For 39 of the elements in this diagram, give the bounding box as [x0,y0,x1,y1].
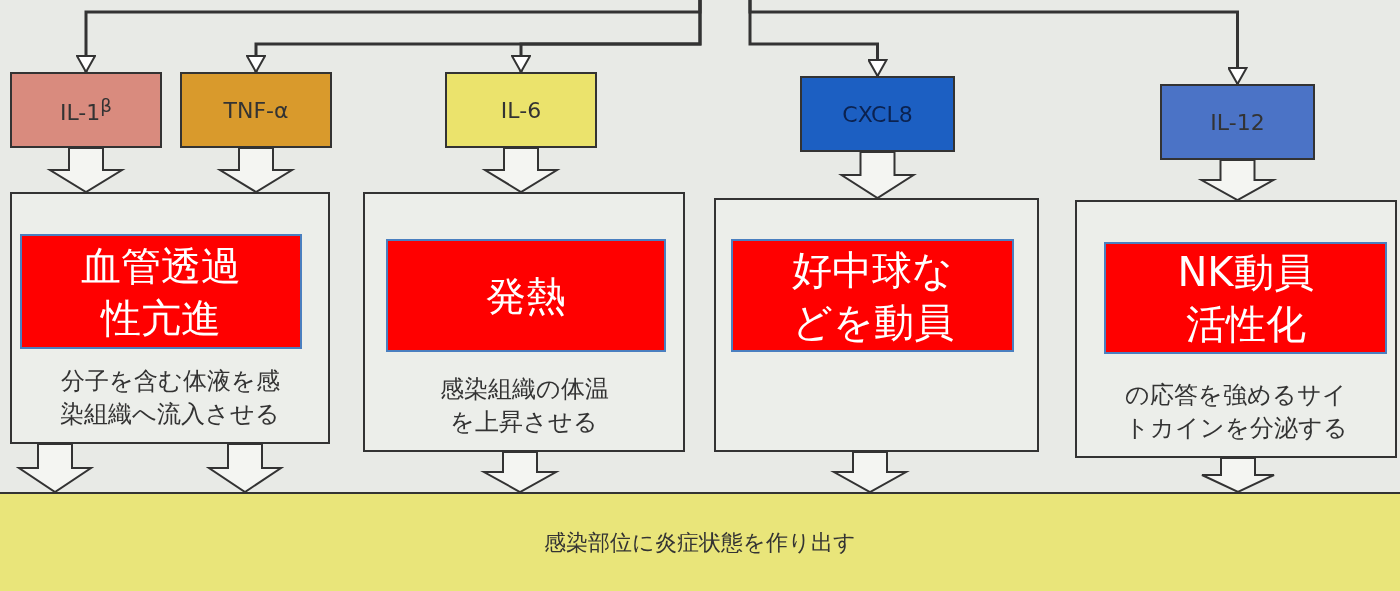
highlight-text: 発熱 [485,271,567,321]
description-text: 感染組織の体温を上昇させる [438,373,610,439]
description-box [363,192,685,452]
block-arrow [480,451,560,494]
cytokine-label: IL-6 [500,97,542,123]
description-box [1075,200,1397,458]
arrow [511,0,702,73]
cytokine-box [1160,84,1315,160]
block-arrow [15,443,95,494]
block-arrow [205,443,285,494]
block-arrow [481,147,561,194]
highlight-box [731,239,1014,352]
highlight-text: NK動員活性化 [1176,248,1315,349]
highlight-box [386,239,666,352]
arrow [748,0,1248,85]
highlight-box [20,234,302,349]
block-arrow [1197,159,1278,202]
highlight-box [1104,242,1387,354]
outcome-band [0,492,1400,591]
cytokine-label: CXCL8 [842,101,913,127]
highlight-text: 血管透過性亢進 [80,241,242,343]
highlight-text: 好中球などを動員 [790,245,955,347]
cytokine-box [445,72,597,148]
description-text: の応答を強めるサイトカインを分泌する [1123,379,1349,445]
description-text: 分子を含む体液を感染組織へ流入させる [59,365,281,431]
block-arrow [1201,457,1275,494]
cytokine-label: IL-1$^{β}$ [60,94,112,126]
block-arrow [216,147,296,194]
cytokine-label: TNF-α [223,97,289,123]
cytokine-box [800,76,955,152]
cytokine-box [10,72,162,148]
block-arrow [838,151,917,200]
description-box [10,192,330,444]
block-arrow [830,451,910,494]
outcome-text: 感染部位に炎症状態を作り出す [544,528,856,557]
block-arrow [46,147,126,194]
description-box [714,198,1039,452]
cytokine-box [180,72,332,148]
cytokine-label: IL-12 [1210,109,1265,135]
